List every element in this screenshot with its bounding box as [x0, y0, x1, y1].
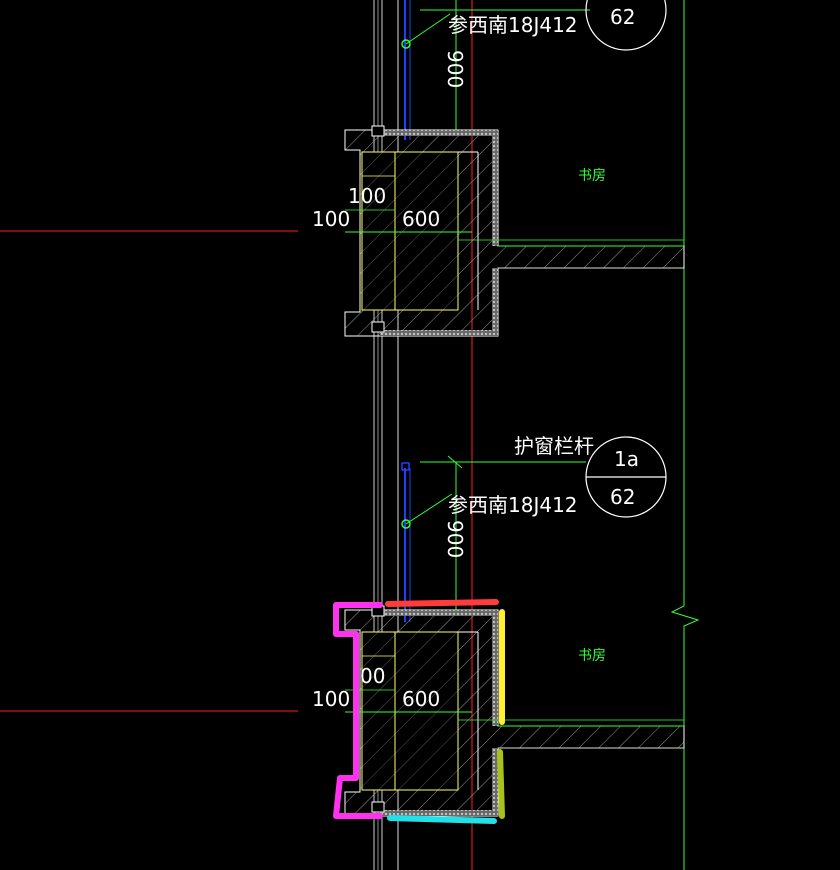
dimension-900-mid: 900 — [443, 520, 467, 558]
dimension-600-upper: 600 — [402, 207, 440, 231]
room-label-lower: 书房 — [578, 648, 606, 664]
callout-mid-number: 62 — [610, 485, 635, 509]
reference-note-mid: 参西南18J412 — [448, 493, 578, 517]
railing-top-marker — [401, 462, 410, 471]
leader-line — [405, 493, 453, 525]
dimension-100-lower-inner: 00 — [360, 664, 385, 688]
room-label-upper: 书房 — [578, 168, 606, 184]
highlight-magenta-outline — [333, 602, 383, 819]
leader-line — [405, 13, 451, 45]
dimension-100-lower: 100 — [312, 687, 350, 711]
highlight-cyan-bottom — [387, 815, 497, 824]
bay-window-section-upper — [344, 125, 685, 337]
leader-dot — [401, 39, 411, 49]
callout-top-number: 62 — [610, 5, 635, 29]
dim-tick — [447, 455, 463, 469]
reference-note-top: 参西南18J412 — [448, 13, 578, 37]
dimension-100-upper: 100 — [312, 207, 350, 231]
dimension-600-lower: 600 — [402, 687, 440, 711]
dimension-100-upper-inner: 100 — [348, 184, 386, 208]
markup-highlights — [333, 599, 505, 824]
highlight-red-top — [385, 599, 499, 607]
detail-callout-top — [585, 0, 667, 51]
break-line — [670, 600, 700, 870]
dimension-900-top: 900 — [443, 50, 467, 88]
bay-window-section-lower — [344, 605, 685, 817]
highlight-olive-right — [497, 749, 505, 819]
detail-callout-mid — [585, 436, 667, 518]
railing-note: 护窗栏杆 — [514, 434, 594, 458]
leader-dot — [401, 519, 411, 529]
callout-mid-sheet: 1a — [614, 447, 639, 471]
